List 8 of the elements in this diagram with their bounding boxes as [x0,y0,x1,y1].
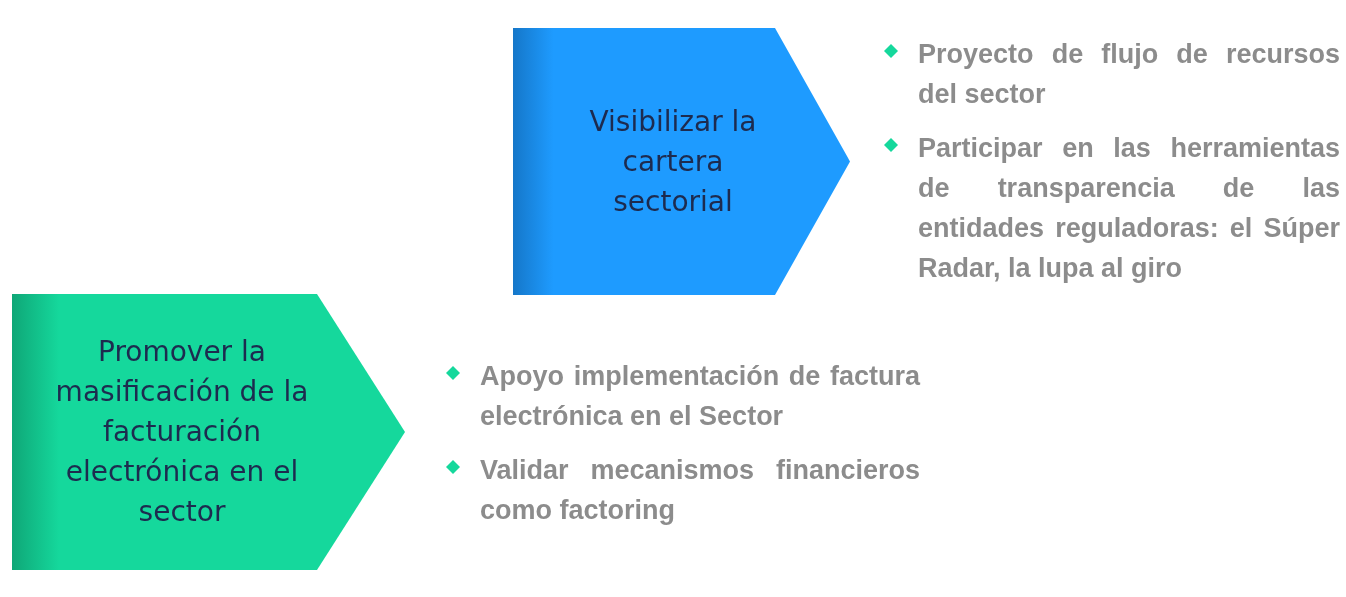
chevron-shape [513,28,850,295]
bullet-text: Validar mecanismos financieros como factoring [480,454,920,527]
chevron-shape [12,294,405,570]
bullet-text: Proyecto de flujo de recursos del sector [918,38,1340,111]
chevron-label: Visibilizar la cartera sectorial [588,104,758,220]
bullet-text: Apoyo implementación de factura electrónica en el Sector [480,360,920,433]
chevron-label: Promover la masificación de la facturación electrónica en el sector [54,334,310,530]
bullet-text: Participar en las herramientas de transparencia de las entidades reguladoras: el Súper Radar, la lupa al giro [918,132,1340,285]
